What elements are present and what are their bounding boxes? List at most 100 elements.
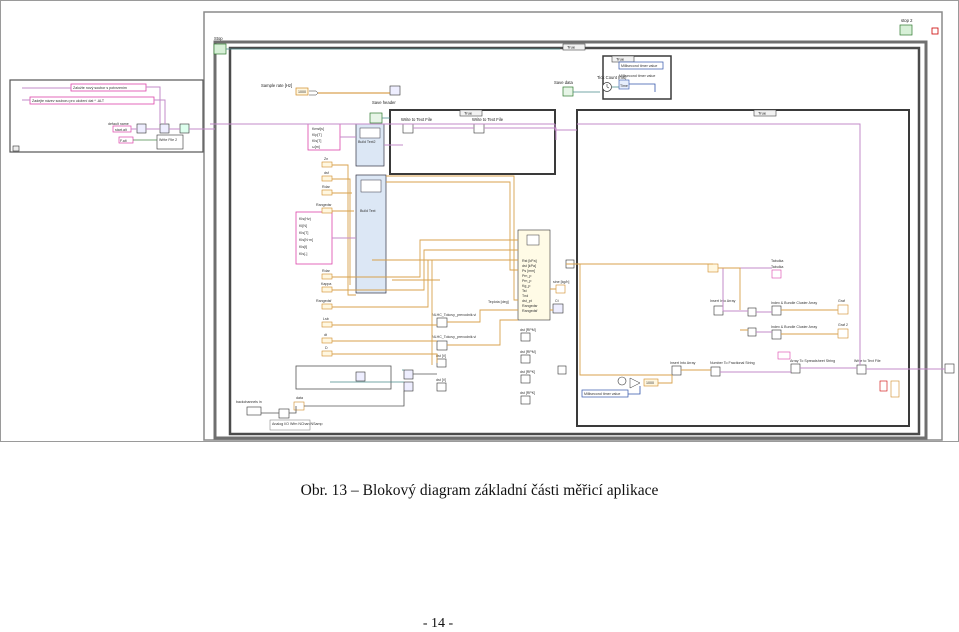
index-bundle-2[interactable]: Index & Bundle Cluster Array: [771, 325, 817, 340]
daq-vi-1[interactable]: [355, 371, 366, 382]
timer-block-2: 1000 Millisecond timer value: [581, 376, 659, 398]
svg-text:Number To Fractional String: Number To Fractional String: [710, 361, 755, 365]
build-array-node[interactable]: Rst [kPa] dst [kPa] Ps [mm] Pm_p Pm_p Kg…: [517, 229, 551, 321]
svg-text:KI[N]: KI[N]: [299, 224, 307, 228]
svg-text:Time: Time: [620, 84, 628, 88]
analog-vi[interactable]: [278, 408, 290, 419]
analog-label: Analog I/O Wfm NChan NSamp: [269, 419, 323, 431]
svg-text:dst [RPM]: dst [RPM]: [520, 350, 536, 354]
inputs-group-2: KIs(Hz) KI[N] KIs[T] KIs[N·m] KIs[t] KIs…: [295, 211, 333, 265]
backchannels-node[interactable]: backchannels in: [236, 400, 262, 416]
left-vi-icon-1[interactable]: [136, 123, 147, 134]
svg-text:Rangedsr: Rangedsr: [522, 304, 538, 308]
svg-text:dsf: dsf: [324, 171, 329, 175]
left-wires: [22, 86, 215, 130]
left-case-selector-box[interactable]: [12, 145, 20, 152]
case-main: [576, 109, 910, 427]
svg-text:Pm_p: Pm_p: [522, 279, 531, 283]
insert-array-2[interactable]: Insert Into Array: [670, 361, 696, 376]
right-left-node[interactable]: [557, 365, 567, 375]
vi-tokovy-1[interactable]: NLHC_Tokovy_prevodnik.vi: [432, 313, 476, 328]
svg-text:Kmst[s]: Kmst[s]: [312, 127, 324, 131]
svg-text:Tabulka: Tabulka: [771, 265, 783, 269]
svg-text:True: True: [464, 111, 473, 116]
right-exit-node[interactable]: [944, 363, 955, 374]
svg-text:sine [kg/h]: sine [kg/h]: [553, 280, 569, 284]
daq-vi-2[interactable]: [403, 369, 414, 380]
right-select-2[interactable]: [747, 327, 757, 337]
svg-text:Založte nový soubor s potvrzen: Založte nový soubor s potvrzením: [73, 86, 127, 90]
svg-text:Save header: Save header: [372, 100, 396, 105]
svg-text:Millisecond timer value: Millisecond timer value: [584, 392, 620, 396]
svg-text:Write to Text File: Write to Text File: [472, 117, 504, 122]
svg-text:Graf: Graf: [838, 299, 845, 303]
left-vi-icon-2[interactable]: [159, 123, 170, 134]
svg-text:1000: 1000: [298, 90, 306, 94]
case-selector-main[interactable]: True: [753, 109, 777, 117]
wires-orange: [332, 164, 556, 365]
stop-terminal-right[interactable]: stop 2: [899, 18, 939, 36]
svg-text:True: True: [567, 45, 576, 50]
svg-text:Build Text: Build Text: [360, 209, 376, 213]
svg-text:Index & Bundle Cluster Array: Index & Bundle Cluster Array: [771, 325, 817, 329]
index-bundle-1[interactable]: Index & Bundle Cluster Array: [771, 301, 817, 316]
svg-text:KIs[-]: KIs[-]: [299, 252, 307, 256]
svg-text:Rdar: Rdar: [322, 269, 331, 273]
case-selector-ok[interactable]: True: [611, 55, 635, 63]
case-selector-wr[interactable]: True: [459, 109, 483, 117]
sample-rate-vi[interactable]: [389, 85, 401, 96]
inputs-group-1: Kmst[s] KIp[T] KIs[T] ω[m]: [307, 123, 341, 151]
wires-orange-right: [566, 263, 838, 384]
svg-text:Stop: Stop: [214, 36, 223, 41]
svg-text:Rangedsf: Rangedsf: [316, 299, 331, 303]
tick-count-node[interactable]: Tick Count (ms): [597, 75, 627, 92]
svg-text:KIs[T]: KIs[T]: [299, 231, 308, 235]
svg-text:KIp[T]: KIp[T]: [312, 133, 322, 137]
svg-text:data: data: [296, 396, 303, 400]
build-text-2-node[interactable]: Build Text2: [355, 123, 385, 167]
right-error-node-2[interactable]: [890, 380, 900, 398]
svg-text:Zadejte název souboru pro ulož: Zadejte název souboru pro uložení dat * …: [32, 99, 105, 103]
figure-caption: Obr. 13 – Blokový diagram základní části…: [300, 482, 659, 499]
svg-text:dst_pt: dst_pt: [522, 299, 532, 303]
right-error-node[interactable]: [879, 380, 888, 392]
inner-loop: [213, 40, 928, 440]
svg-text:Lsb: Lsb: [323, 317, 329, 321]
svg-text:ω[m]: ω[m]: [312, 145, 320, 149]
left-write-file-vi[interactable]: Write File 2: [156, 134, 184, 150]
vi-tokovy-2[interactable]: NLHC_Tokovy_prevodnik.vi: [432, 335, 476, 351]
svg-text:Rangedsf: Rangedsf: [522, 309, 537, 313]
svg-text:Tnd: Tnd: [522, 294, 528, 298]
svg-text:dst [RPK]: dst [RPK]: [520, 370, 535, 374]
small-constants: Zn dsf Rdar Rangedsr Rdar Kappa Rangedsf…: [316, 157, 332, 357]
svg-text:Write to Text File: Write to Text File: [401, 117, 433, 122]
left-case-structure: [9, 79, 204, 153]
svg-text:Sample rate [Hz]: Sample rate [Hz]: [261, 83, 292, 88]
svg-text:Insert Into Array: Insert Into Array: [670, 361, 696, 365]
wires-green: [226, 48, 619, 383]
svg-text:dst [RPK]: dst [RPK]: [520, 391, 535, 395]
save-data-node[interactable]: Save data: [554, 80, 574, 97]
svg-text:D: D: [325, 346, 328, 350]
wires-blue: [628, 83, 656, 395]
left-constant-f: F.alt: [118, 136, 134, 144]
svg-text:dst [V]: dst [V]: [436, 354, 446, 358]
svg-text:KIs[N·m]: KIs[N·m]: [299, 238, 313, 242]
build-text-node[interactable]: Build Text: [355, 174, 387, 294]
page-number: - 14 -: [422, 616, 454, 631]
right-select-1[interactable]: [747, 307, 757, 317]
right-percent-node[interactable]: [777, 351, 791, 360]
svg-text:Tst: Tst: [522, 289, 527, 293]
svg-text:Millisecond timer value: Millisecond timer value: [619, 74, 655, 78]
svg-text:Build Text2: Build Text2: [358, 140, 376, 144]
svg-text:1000: 1000: [646, 381, 654, 385]
svg-text:Tabulka: Tabulka: [771, 259, 783, 263]
svg-text:Kg_p: Kg_p: [522, 284, 530, 288]
case-selector-top[interactable]: True: [562, 43, 586, 51]
daq-vi-3[interactable]: [403, 381, 414, 392]
svg-text:Ct: Ct: [555, 299, 559, 303]
svg-text:Analog I/O Wfm NChan NSamp: Analog I/O Wfm NChan NSamp: [272, 422, 323, 426]
left-vi-icon-3[interactable]: [179, 123, 190, 134]
wires-pink: [210, 123, 945, 373]
dst-indicators: dst [V] dst [V] dst [RPM] dst [RPM] dst …: [436, 328, 536, 405]
